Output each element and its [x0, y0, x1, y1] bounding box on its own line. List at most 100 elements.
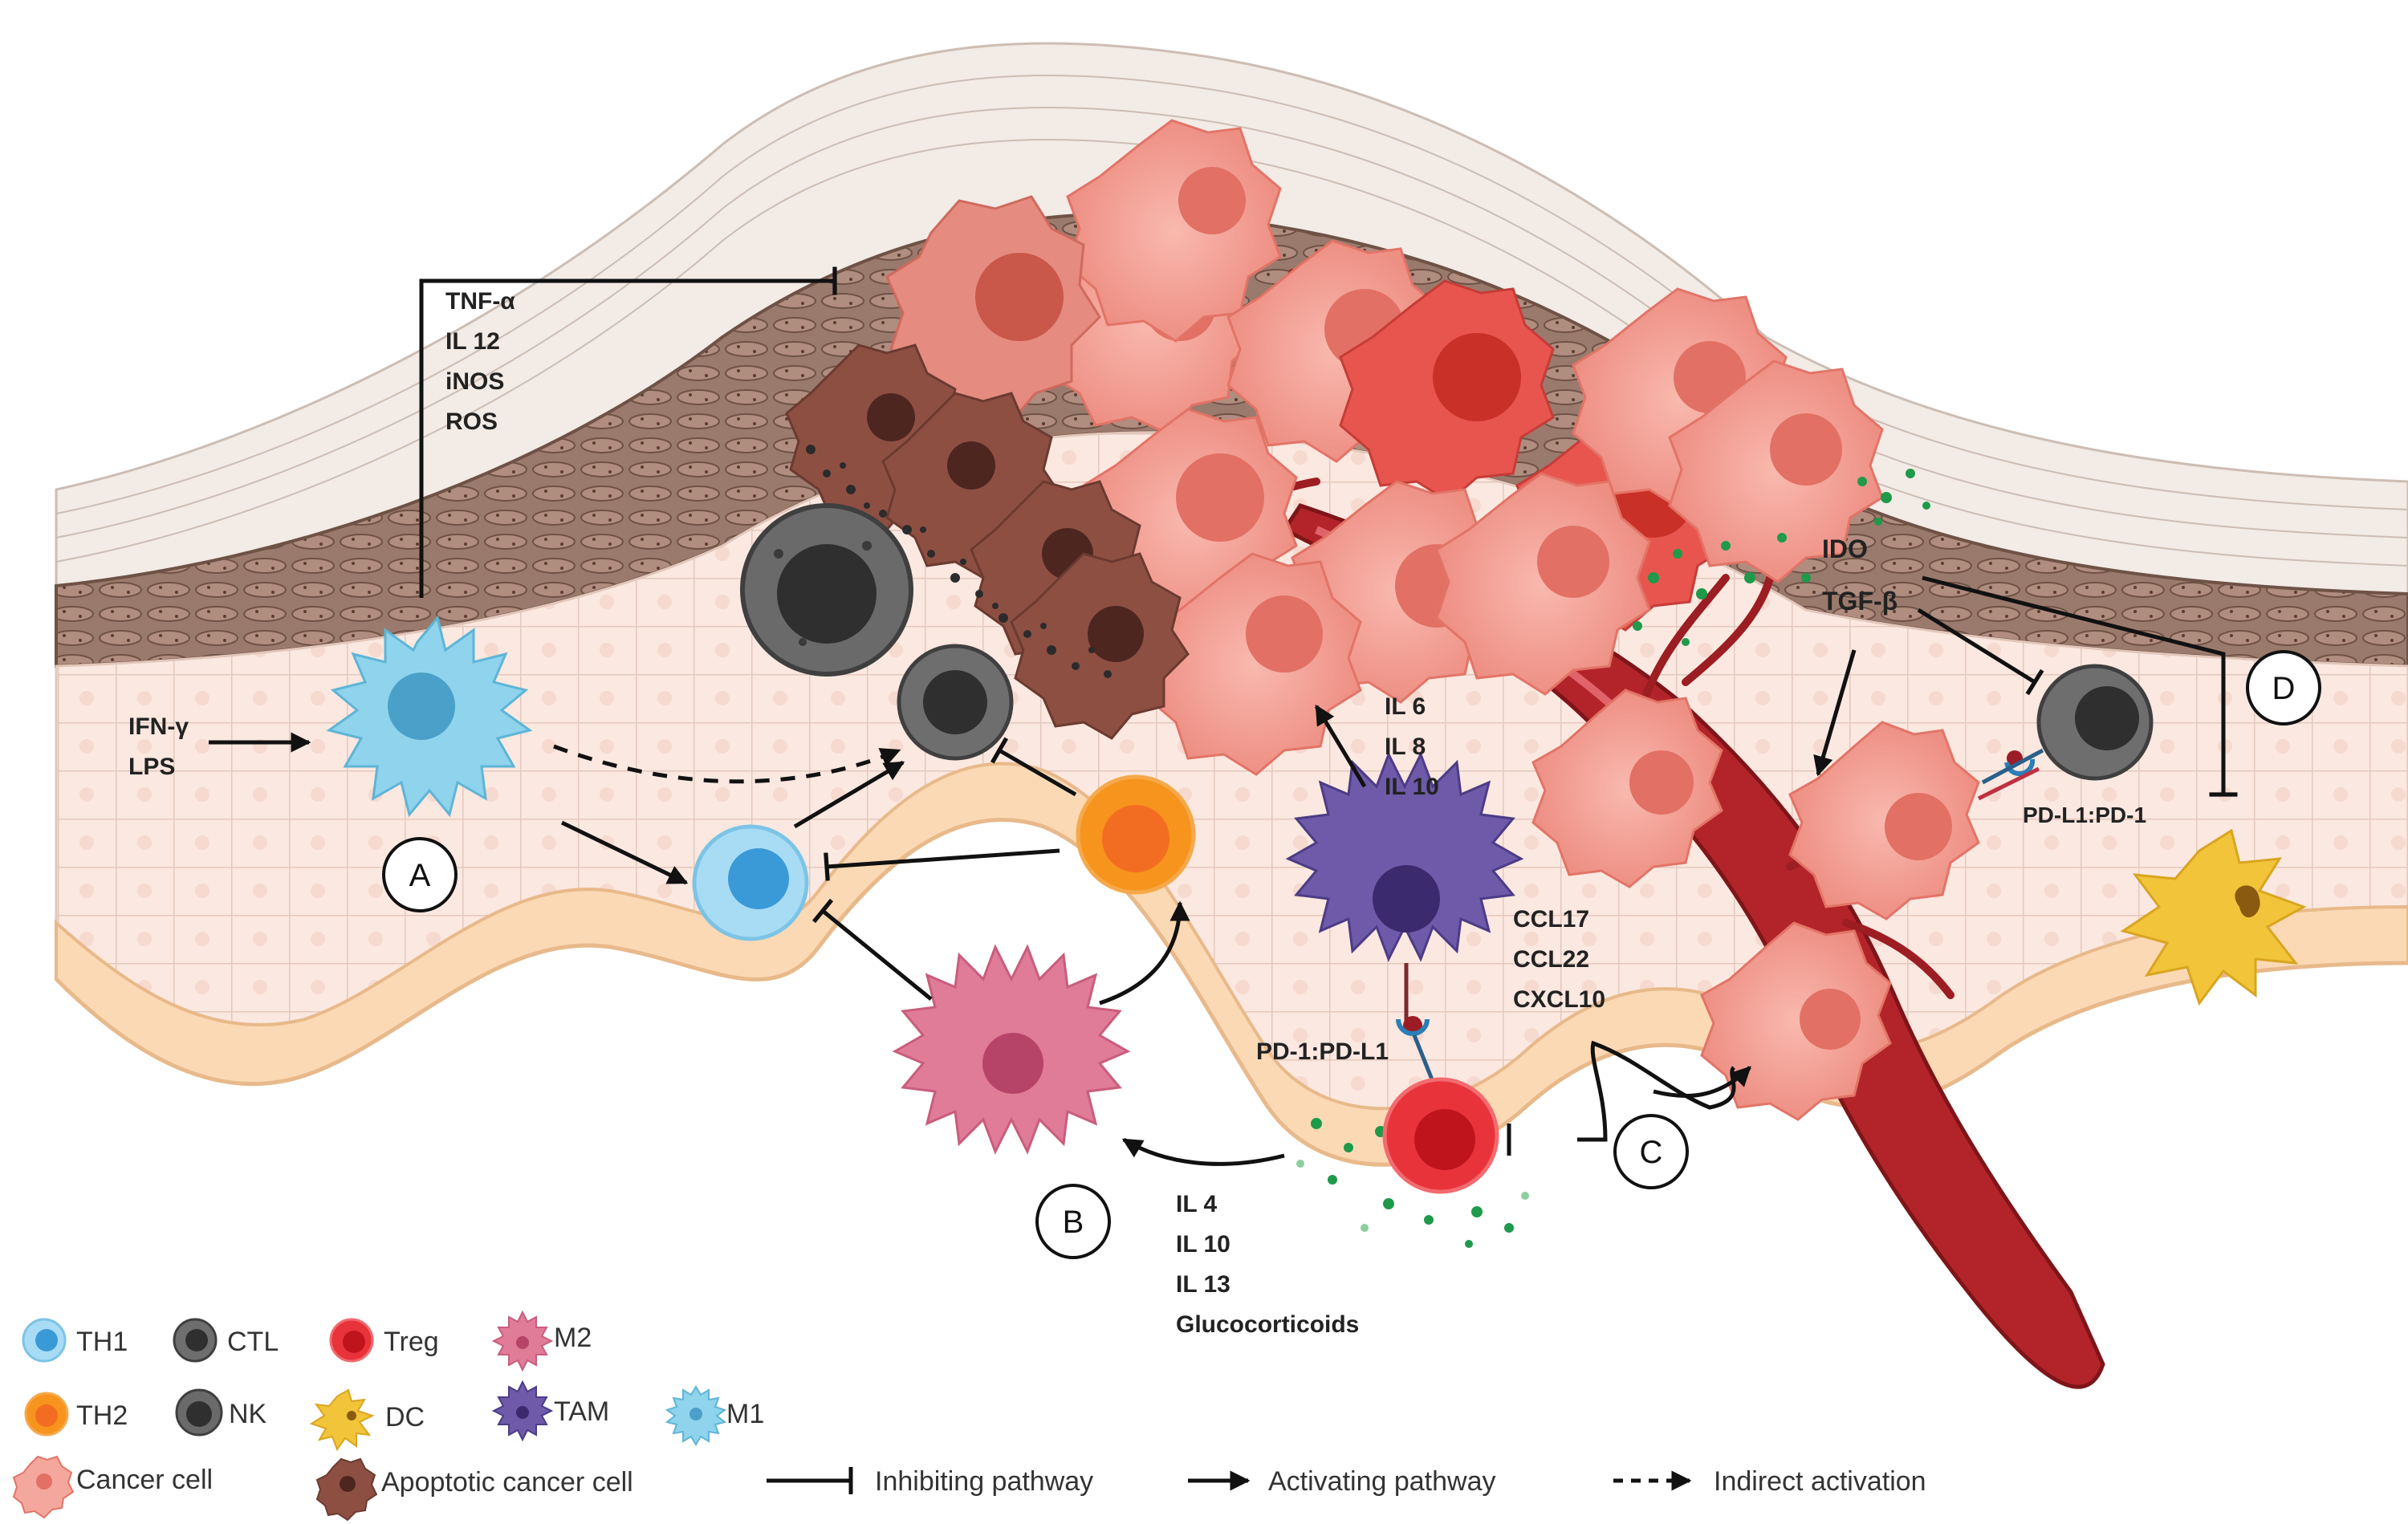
cancer-cell — [1339, 279, 1555, 503]
legend-indirect-label: Indirect activation — [1714, 1466, 1926, 1497]
legend-m2-label: M2 — [554, 1323, 592, 1353]
legend-apoptotic: Apoptotic cancer cell — [315, 1457, 633, 1522]
tumor-mass — [785, 119, 1980, 1121]
tam-chemokine-labels: CCL17 CCL22 CXCL10 — [1513, 906, 1605, 1013]
cancer-cell-icon — [12, 1455, 75, 1519]
panel-a-label: A — [409, 858, 431, 893]
label-il8: IL 8 — [1385, 734, 1426, 760]
th1-cell-icon — [22, 1318, 67, 1363]
apoptotic-cancer-cell-icon — [315, 1457, 378, 1522]
panel-b-label: B — [1063, 1205, 1084, 1240]
label-tgfb: TGF-β — [1822, 587, 1898, 616]
panel-d-label: D — [2272, 671, 2296, 706]
th2-cell-icon — [24, 1392, 69, 1437]
th2-inhibits-ctl-line — [990, 737, 1077, 797]
cancer-cell — [1788, 721, 1980, 920]
panel-b: B — [1035, 1184, 1111, 1259]
th1-to-ctl-arrow — [793, 760, 905, 829]
legend-cancer-cell: Cancer cell — [12, 1455, 213, 1519]
legend-nk: NK — [175, 1388, 267, 1437]
legend-th1-label: TH1 — [76, 1327, 128, 1357]
cancer-cell — [885, 195, 1101, 423]
label-ccl17: CCL17 — [1513, 906, 1589, 933]
m2-to-th2-arrow — [1099, 900, 1190, 1006]
ctl-cell-icon — [173, 1318, 218, 1363]
legend-m1-label: M1 — [726, 1399, 764, 1429]
cancer-cell — [1435, 472, 1651, 696]
treg-cell-icon — [329, 1318, 374, 1363]
legend-tam-label: TAM — [554, 1396, 609, 1427]
label-il12: IL 12 — [445, 328, 500, 355]
nk-cell-icon — [175, 1388, 223, 1437]
th2-cell — [1076, 774, 1196, 895]
th1-cell — [692, 824, 809, 941]
m1-to-ctl-indirect-arrow — [553, 744, 901, 784]
label-pd1-pdl1: PD-1:PD-L1 — [1256, 1038, 1389, 1065]
label-ifng: IFN-γ — [128, 713, 189, 740]
label-ccl22: CCL22 — [1513, 946, 1589, 973]
label-il10-m2: IL 10 — [1176, 1231, 1230, 1258]
cancer-cell — [1668, 360, 1884, 583]
cancer-cell — [1066, 119, 1282, 343]
panel-a: A — [382, 837, 458, 912]
legend-treg-label: Treg — [384, 1327, 439, 1357]
m2-macrophage — [892, 944, 1131, 1155]
label-cxcl10: CXCL10 — [1513, 986, 1605, 1013]
legend-m1: M1 — [665, 1385, 764, 1446]
legend-dc: DC — [309, 1388, 425, 1452]
legend-m2: M2 — [491, 1310, 592, 1372]
tam-cytokine-labels: IL 6 IL 8 IL 10 — [1385, 693, 1439, 800]
treg-to-m2-arrow — [1121, 1137, 1285, 1166]
legend-th1: TH1 — [22, 1318, 128, 1363]
m1-macrophage-icon — [665, 1385, 727, 1446]
legend-activating-label: Activating pathway — [1268, 1466, 1496, 1497]
cancer-cell — [1531, 689, 1723, 888]
label-il6: IL 6 — [1385, 693, 1426, 720]
label-il4: IL 4 — [1176, 1191, 1217, 1217]
tam-macrophage-icon — [491, 1380, 554, 1442]
legend-nk-label: NK — [229, 1399, 267, 1429]
th2-inhibits-th1-line — [824, 848, 1060, 881]
legend-indirect: Indirect activation — [1613, 1466, 1926, 1497]
nk-cell — [740, 503, 913, 677]
legend-th2-label: TH2 — [76, 1400, 128, 1431]
legend-th2: TH2 — [24, 1392, 128, 1437]
apoptotic-cancer-cell — [1010, 552, 1190, 740]
m1-tumor-inhibition-line — [419, 266, 837, 598]
ctl-cell — [897, 644, 1014, 761]
m1-to-th1-arrow — [560, 820, 689, 885]
label-ros: ROS — [445, 408, 498, 435]
panel-c: C — [1613, 1114, 1689, 1189]
dendritic-cell-icon — [309, 1388, 375, 1452]
legend-treg: Treg — [329, 1318, 439, 1363]
legend-inhibiting: Inhibiting pathway — [767, 1466, 1093, 1497]
tam-to-tumor-arrow — [1314, 704, 1367, 788]
legend-inhibiting-label: Inhibiting pathway — [875, 1466, 1093, 1497]
panel-d: D — [2246, 650, 2321, 725]
label-ido: IDO — [1822, 534, 1868, 563]
pathway-arrows — [209, 266, 2238, 1166]
treg-inhibition-c-line — [1577, 1040, 1736, 1142]
secretion-particles — [1296, 469, 1930, 1248]
cancer-cell — [1146, 552, 1362, 776]
legend-dc-label: DC — [385, 1402, 425, 1433]
label-glucocorticoids: Glucocorticoids — [1176, 1311, 1359, 1338]
m1-stimulus-labels: IFN-γ LPS — [128, 713, 189, 780]
label-tnfa: TNF-α — [445, 288, 515, 315]
m2-inhibits-th1-line — [811, 898, 933, 1001]
label-inos: iNOS — [445, 368, 504, 395]
tam-macrophage — [1285, 751, 1524, 962]
legend-tam: TAM — [491, 1380, 609, 1442]
m2-inducer-labels: IL 4 IL 10 IL 13 Glucocorticoids — [1176, 1191, 1359, 1338]
ido-inhibits-dc-line — [1922, 575, 2238, 797]
legend-activating: Activating pathway — [1188, 1466, 1496, 1497]
tgfb-inhibits-ctl-line — [1917, 608, 2044, 696]
c-to-cancer-arrow — [1653, 1066, 1751, 1099]
panel-c-label: C — [1640, 1135, 1663, 1170]
legend-cancer-cell-label: Cancer cell — [76, 1465, 213, 1495]
pdl1-pd1-interaction — [1977, 748, 2044, 801]
tgfb-to-cancer-arrow — [1813, 649, 1857, 777]
apoptotic-debris — [806, 445, 1112, 678]
label-il10-tam: IL 10 — [1385, 774, 1439, 800]
